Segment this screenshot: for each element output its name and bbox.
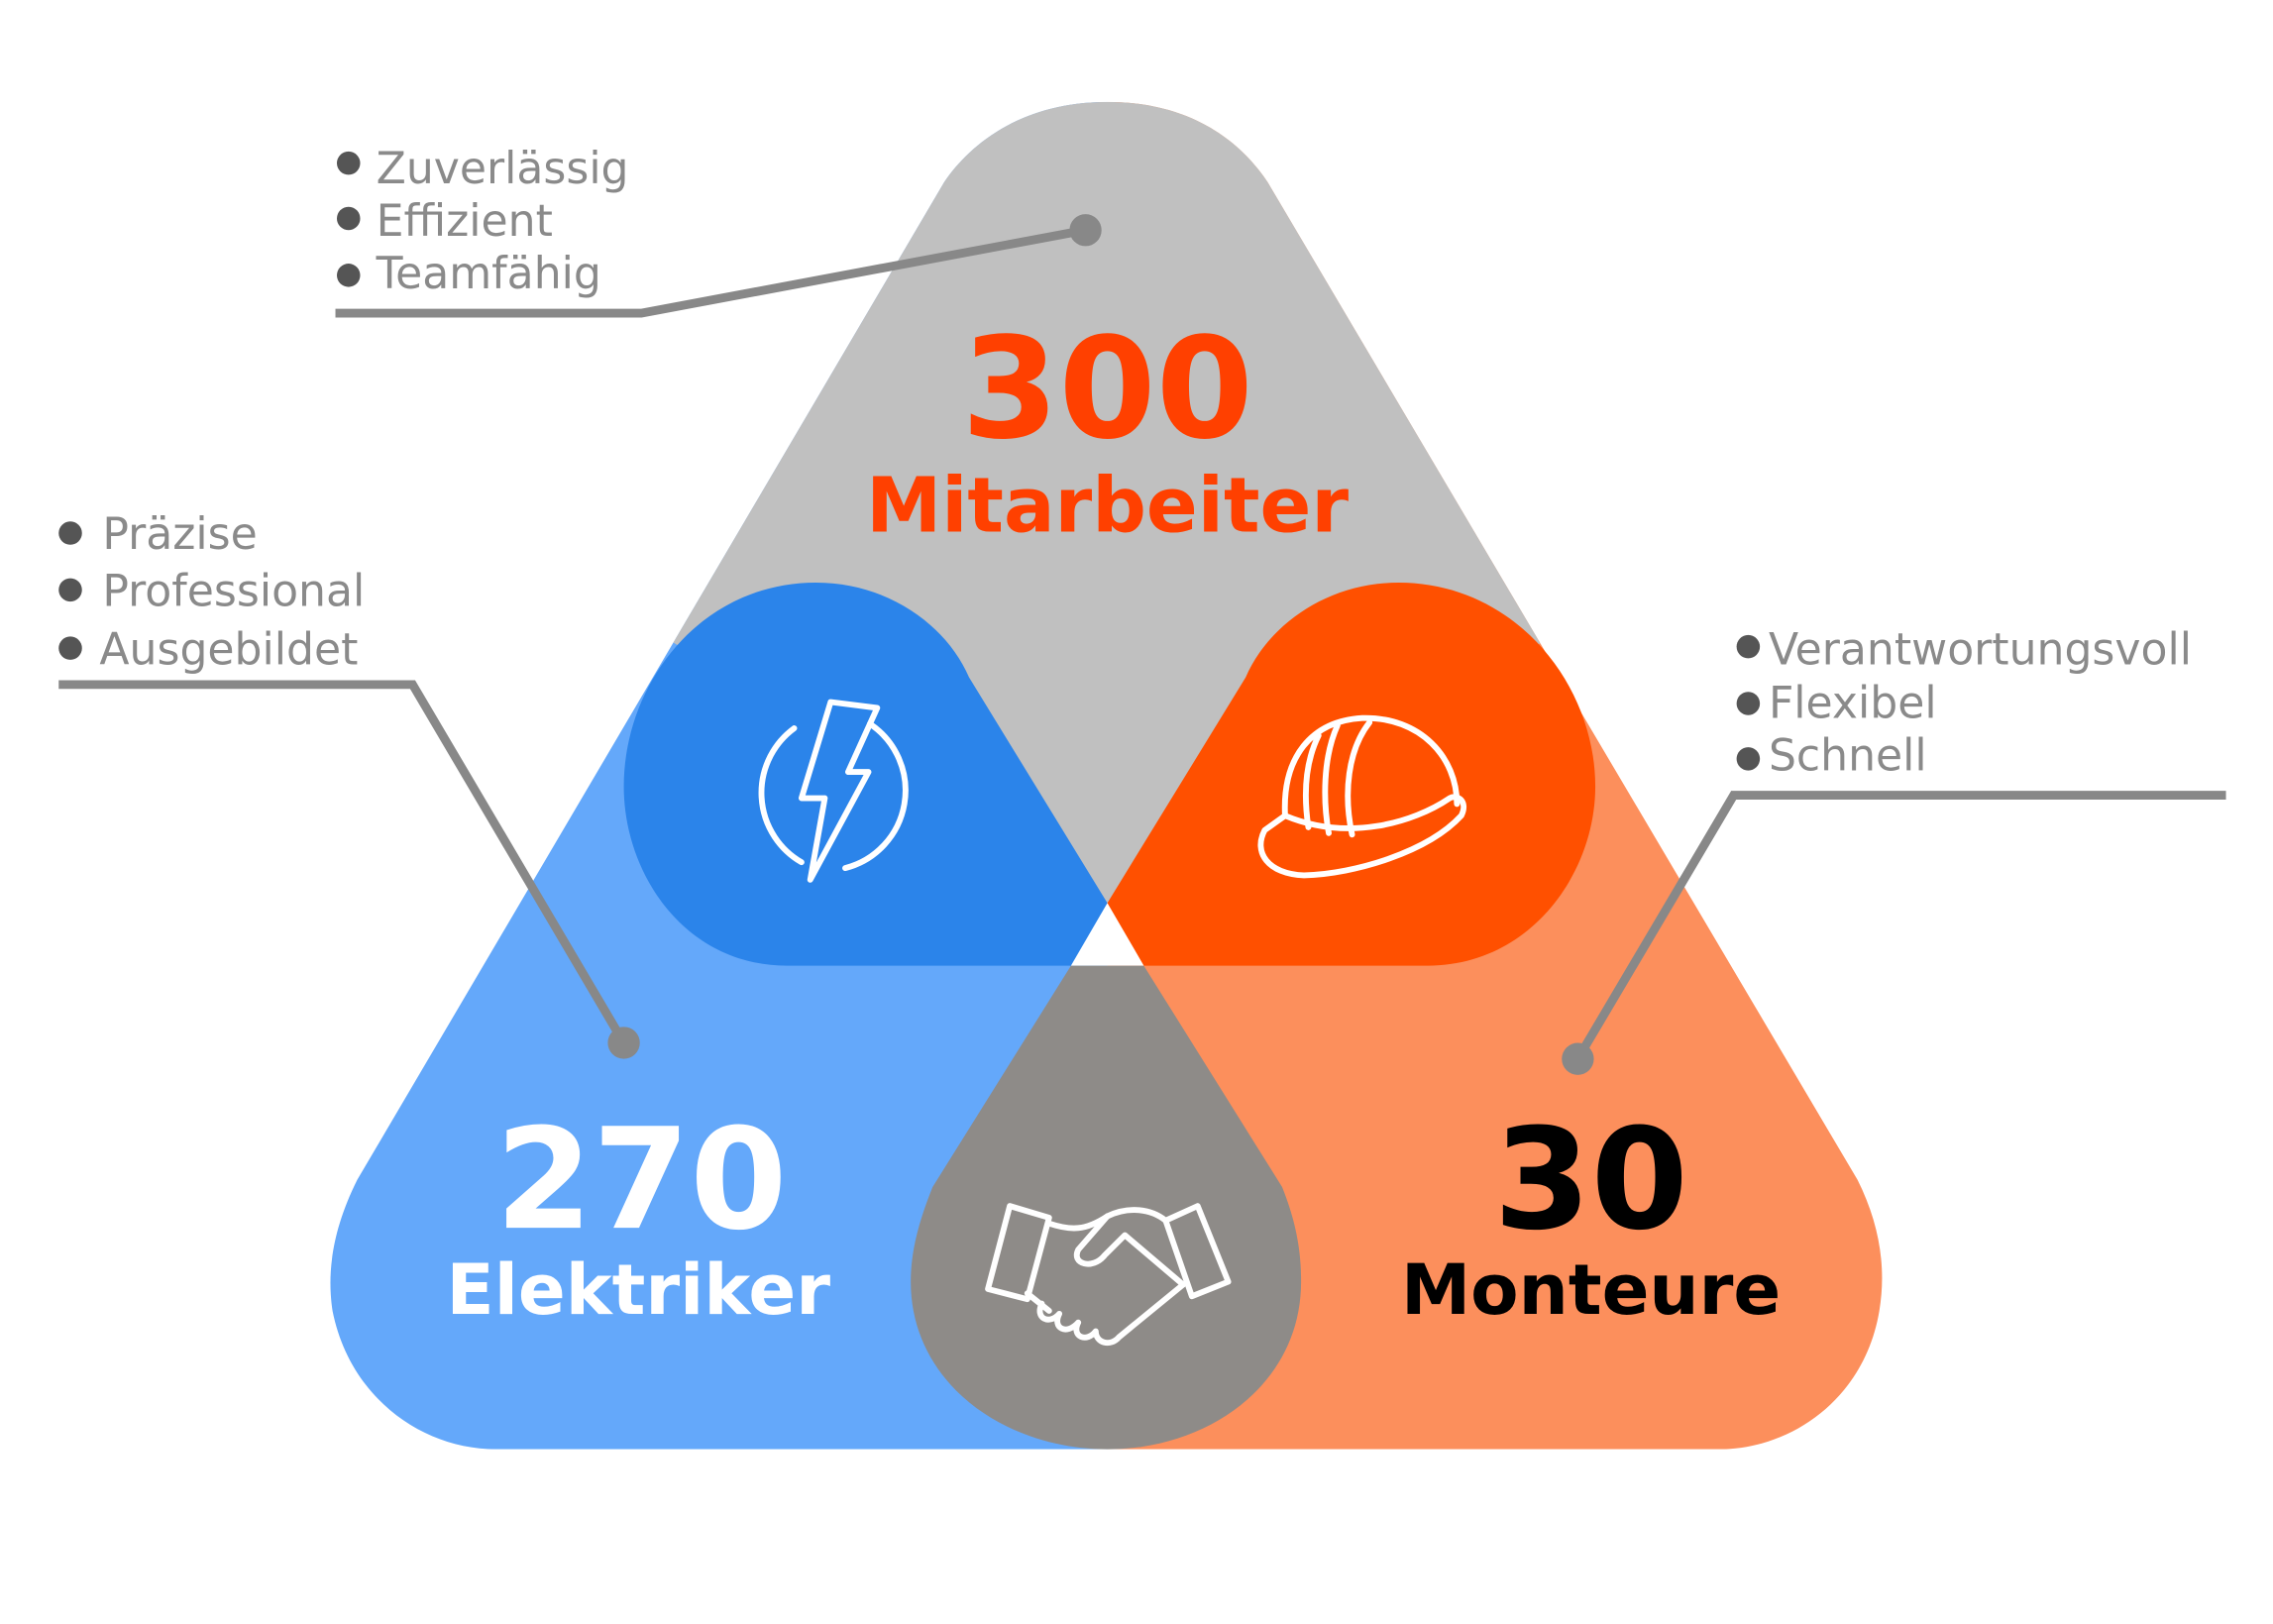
trait-item: Professional [102, 567, 365, 617]
connector-right-dot [1562, 1042, 1594, 1075]
hard-hat-icon [1257, 714, 1467, 879]
trait-item: Effizient [377, 196, 553, 247]
monteure-label: Monteure [1401, 1249, 1781, 1331]
lightning-icon [758, 699, 909, 883]
trait-item: Flexibel [1769, 679, 1937, 729]
mitarbeiter-count: 300 [961, 308, 1253, 471]
trait-item: Präzise [102, 509, 257, 560]
trait-item: Schnell [1769, 731, 1927, 782]
elektriker-count: 270 [495, 1099, 788, 1261]
connector-left [58, 680, 628, 1045]
bullet-icon [336, 206, 361, 231]
bullet-icon [336, 151, 361, 175]
bullet-icon [1736, 692, 1761, 715]
monteure-count: 30 [1493, 1099, 1687, 1261]
trait-item: Zuverlässig [377, 144, 629, 194]
handshake-icon [985, 1203, 1232, 1347]
mitarbeiter-label: Mitarbeiter [866, 463, 1349, 551]
center-gap [1070, 903, 1144, 966]
bullet-icon [336, 264, 361, 287]
bullet-icon [1736, 634, 1761, 659]
connector-right [1573, 791, 2226, 1061]
connector-top-dot [1069, 214, 1102, 247]
trait-item: Ausgebildet [99, 624, 358, 675]
bullet-icon [58, 521, 82, 545]
trait-item: Teamfähig [376, 249, 601, 299]
bullet-icon [1736, 747, 1761, 771]
trait-list-right: Verantwortungsvoll Flexibel Schnell [1736, 624, 2192, 782]
elektriker-label: Elektriker [447, 1249, 831, 1331]
trait-item: Verantwortungsvoll [1769, 624, 2192, 675]
connector-top [335, 225, 1087, 318]
trait-list-left: Präzise Professional Ausgebildet [58, 509, 365, 675]
trait-list-top: Zuverlässig Effizient Teamfähig [336, 144, 629, 299]
bullet-icon [58, 578, 82, 602]
center-teardrop [911, 965, 1302, 1450]
connector-left-dot [607, 1027, 640, 1059]
bullet-icon [58, 636, 82, 660]
